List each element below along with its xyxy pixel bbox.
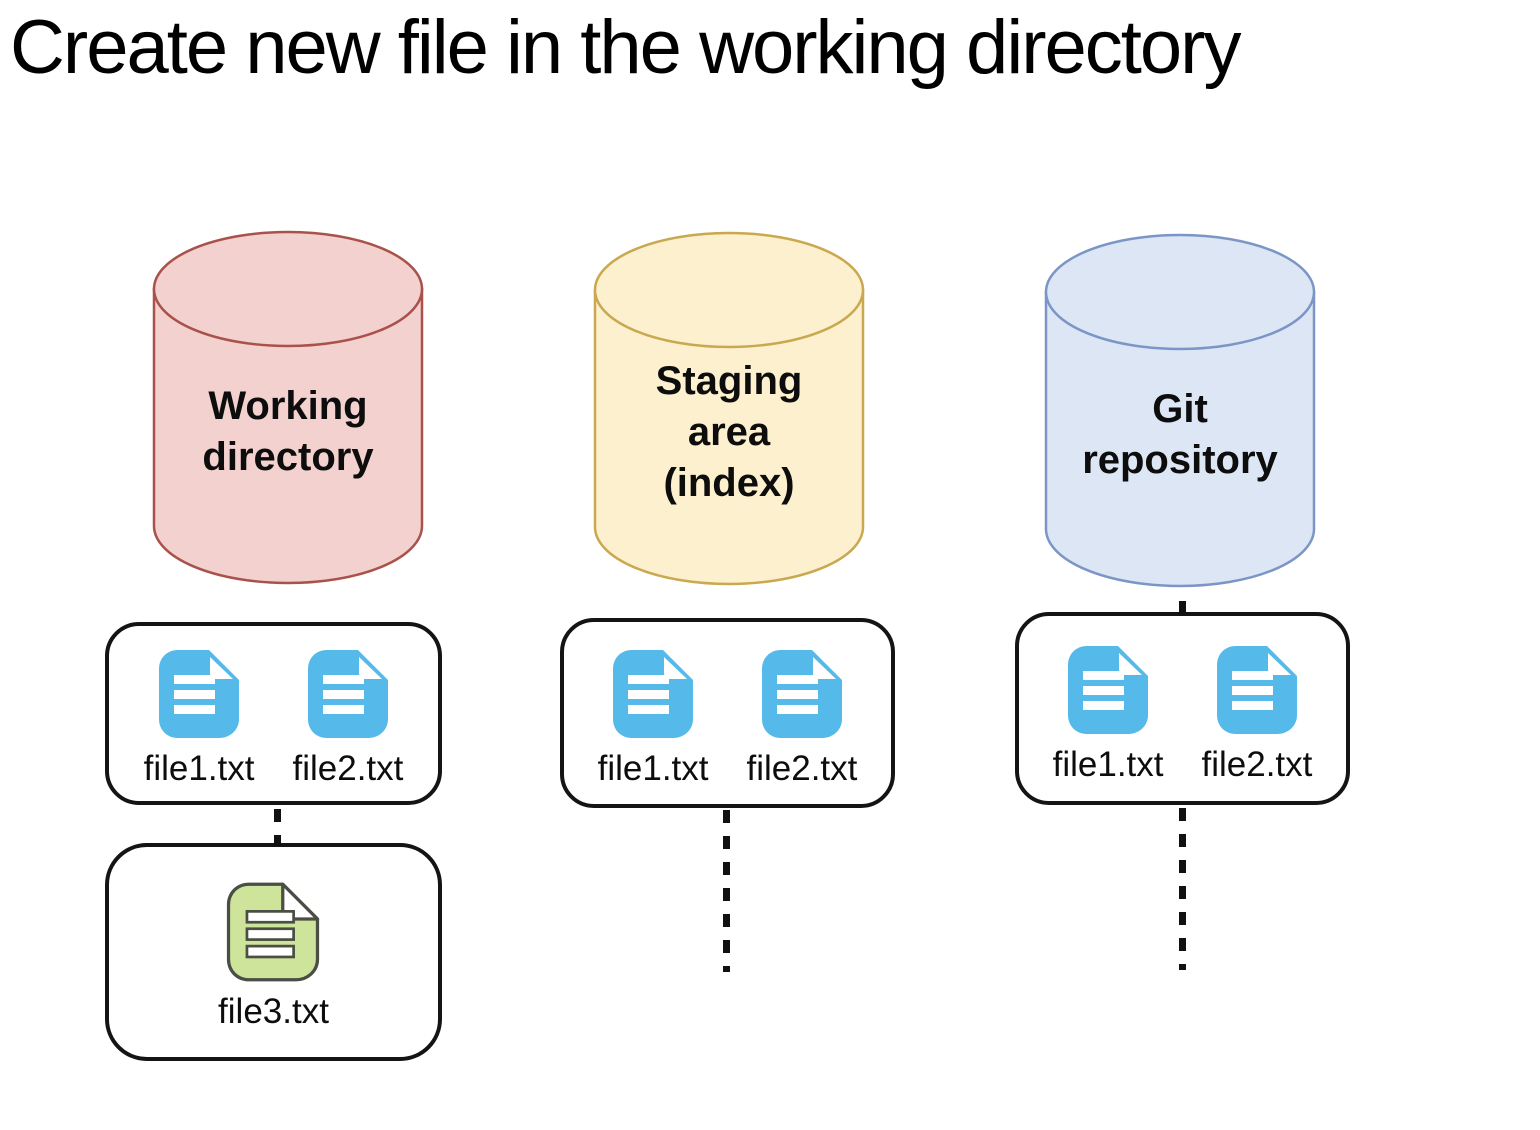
connector-working-to-new-file (274, 809, 281, 846)
file-item: file2.txt (1201, 644, 1313, 785)
file-label: file1.txt (143, 749, 255, 788)
cylinder-shape (1044, 233, 1316, 588)
file-label: file2.txt (746, 749, 858, 788)
cylinder-label-git-repository: Git repository (1044, 384, 1316, 486)
blue-document-icon (761, 650, 842, 738)
blue-document-icon (159, 650, 240, 738)
file-item: file2.txt (746, 648, 858, 789)
cylinder-label-working-directory: Working directory (152, 381, 424, 483)
cylinder-label-staging-area: Staging area (index) (593, 356, 865, 510)
cylinder-staging-area: Staging area (index) (593, 230, 865, 586)
file-item: file1.txt (144, 648, 255, 789)
blue-document-icon (1216, 646, 1297, 734)
file-label: file1.txt (1052, 745, 1164, 784)
connector-repository-down (1179, 808, 1186, 970)
file-item: file1.txt (1053, 644, 1164, 785)
label-line: area (687, 410, 771, 455)
file-label: file2.txt (1201, 745, 1313, 784)
label-line: Working (208, 383, 368, 428)
file-item: file1.txt (598, 648, 709, 789)
blue-document-icon (1068, 646, 1149, 734)
blue-document-icon (613, 650, 694, 738)
connector-repository-to-box (1179, 601, 1186, 615)
label-line: repository (1082, 437, 1278, 482)
file-label: file2.txt (292, 749, 404, 788)
label-line: (index) (663, 461, 795, 506)
cylinder-shape (593, 231, 865, 586)
green-document-icon (227, 882, 320, 982)
label-line: Staging (655, 359, 803, 404)
label-line: Git (1152, 386, 1208, 431)
file-item: file3.txt (218, 881, 329, 1032)
file-box-git-repository: file1.txt file2.txt (1015, 612, 1350, 805)
cylinder-working-directory: Working directory (152, 229, 424, 585)
page-title: Create new file in the working directory (10, 5, 1241, 90)
file-box-staging-area: file1.txt file2.txt (560, 618, 895, 808)
file-box-working-directory: file1.txt file2.txt (105, 622, 442, 805)
blue-document-icon (307, 650, 388, 738)
file-label: file1.txt (597, 749, 709, 788)
cylinder-shape (152, 230, 424, 585)
file-item: file2.txt (292, 648, 404, 789)
label-line: directory (202, 434, 374, 479)
connector-staging-down (723, 810, 730, 972)
file-box-new-file: file3.txt (105, 843, 442, 1061)
file-label: file3.txt (218, 992, 329, 1031)
cylinder-git-repository: Git repository (1044, 232, 1316, 588)
